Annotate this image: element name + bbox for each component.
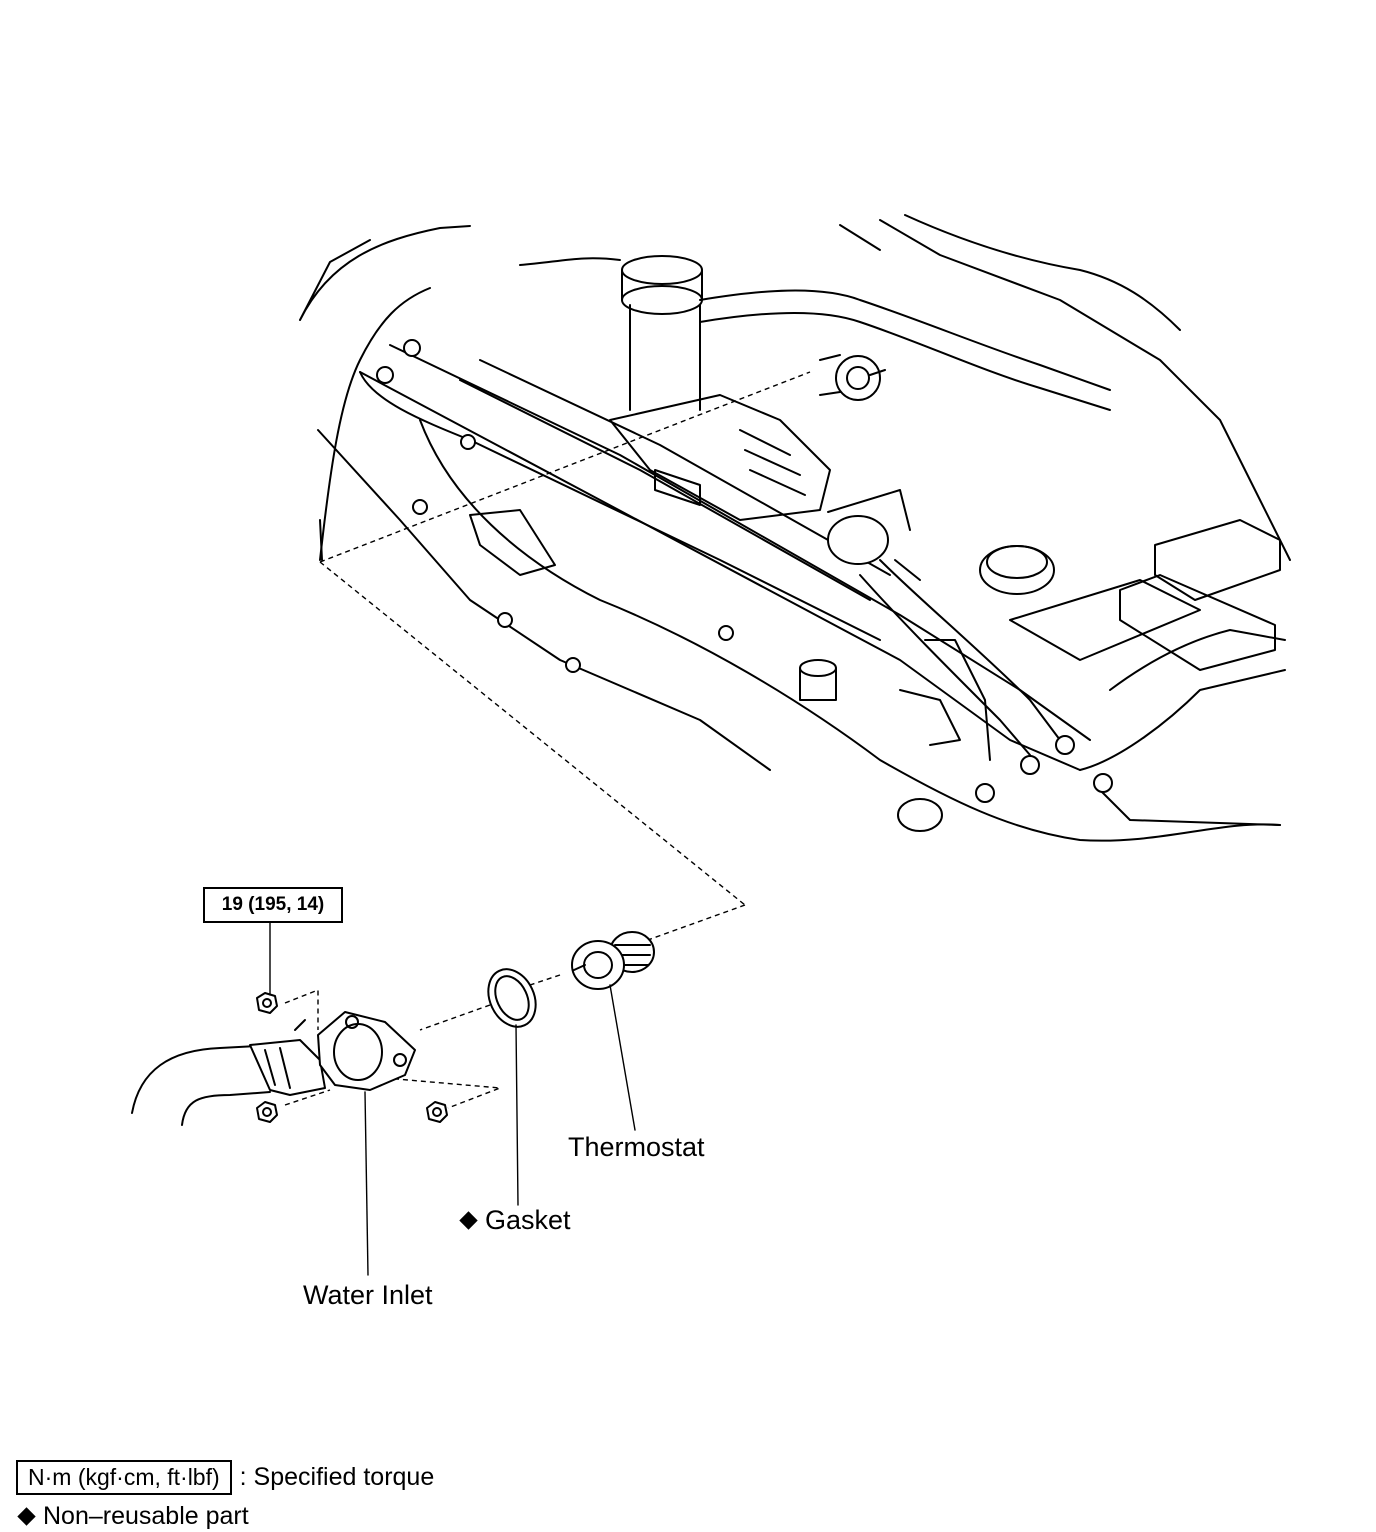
assembly-guide-lines: [284, 371, 811, 1109]
legend-nonreusable-row: Non–reusable part: [16, 1502, 249, 1531]
water-inlet-part: [131, 1011, 416, 1126]
legend-torque-desc: : Specified torque: [239, 1463, 435, 1491]
bolt-icon: [376, 339, 1113, 803]
legend-nonreusable-desc: Non–reusable part: [43, 1502, 249, 1530]
nut-icon: [256, 992, 448, 1123]
torque-spec-value: 19 (195, 14): [221, 894, 325, 915]
gasket-label: Gasket: [485, 1205, 571, 1235]
gasket-callout: Gasket: [458, 1207, 571, 1234]
legend-torque-unit-box: N·m (kgf·cm, ft·lbf): [16, 1460, 232, 1495]
diamond-icon: [459, 1211, 478, 1230]
water-inlet-label: Water Inlet: [303, 1280, 433, 1310]
legend-torque-row: N·m (kgf·cm, ft·lbf) : Specified torque: [16, 1460, 434, 1495]
gasket-part: [487, 968, 537, 1028]
thermostat-part: [571, 931, 655, 990]
engine-assembly-illustration: [299, 214, 1291, 842]
torque-spec-box: 19 (195, 14): [203, 887, 343, 923]
thermostat-label: Thermostat: [568, 1132, 705, 1162]
leader-lines: [269, 918, 636, 1276]
diamond-icon: [17, 1507, 36, 1526]
